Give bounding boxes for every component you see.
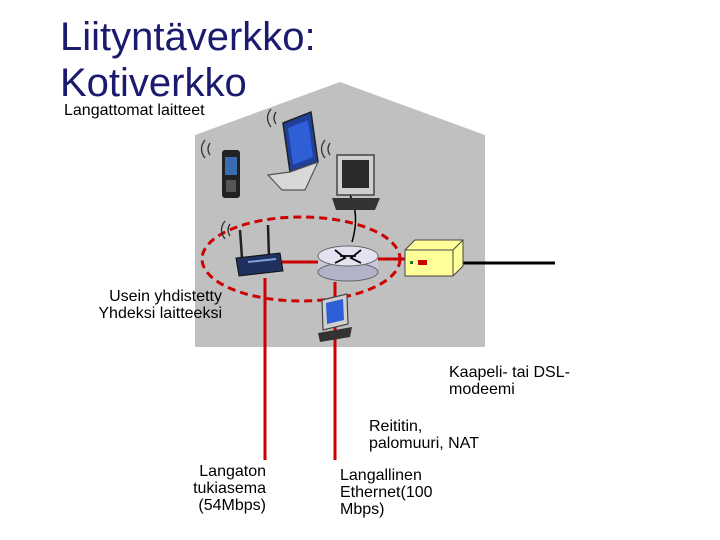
modem-label: Kaapeli- tai DSL- modeemi	[449, 364, 570, 398]
cable-modem-icon	[405, 240, 463, 276]
combined-device-note: Usein yhdistetty Yhdeksi laitteeksi	[96, 288, 222, 322]
ethernet-label: Langallinen Ethernet(100 Mbps)	[340, 467, 433, 518]
wireless-devices-label: Langattomat laitteet	[64, 102, 205, 119]
page-title: Liityntäverkko: Kotiverkko	[60, 14, 316, 106]
router-label: Reititin, palomuuri, NAT	[369, 418, 479, 452]
access-point-label: Langaton tukiasema (54Mbps)	[160, 463, 266, 514]
router-icon	[318, 246, 378, 281]
wired-pc-icon	[318, 294, 352, 342]
